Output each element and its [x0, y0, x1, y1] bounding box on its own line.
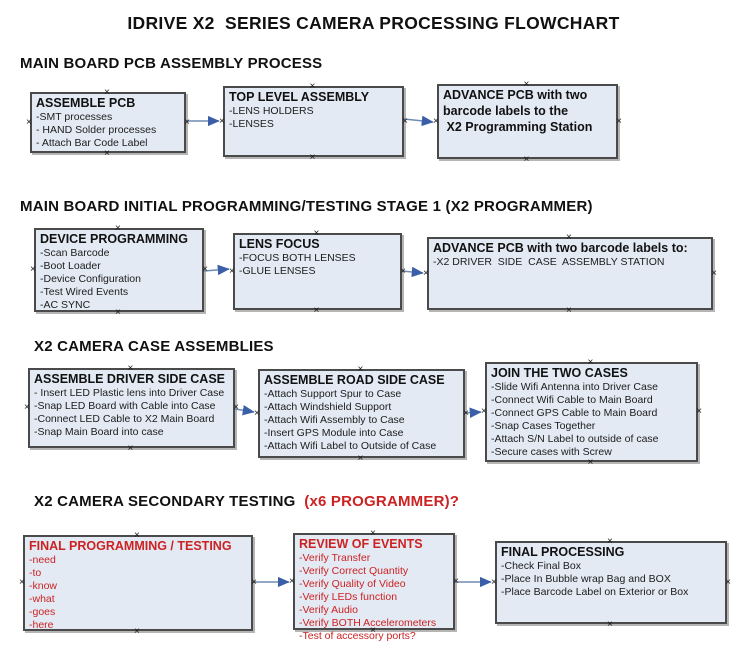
flow-box-top-level-assembly[interactable]: TOP LEVEL ASSEMBLY-LENS HOLDERS-LENSES××…: [219, 82, 408, 163]
box-item: -Slide Wifi Antenna into Driver Case: [491, 381, 658, 393]
box-item: -LENS HOLDERS: [229, 105, 314, 117]
section-heading: MAIN BOARD PCB ASSEMBLY PROCESS: [20, 55, 322, 72]
box-item: -need: [29, 554, 56, 566]
flow-box-review-of-events[interactable]: REVIEW OF EVENTS-Verify Transfer-Verify …: [289, 529, 459, 643]
box-title: ADVANCE PCB with two barcode labels to t…: [443, 88, 593, 134]
box-title: REVIEW OF EVENTS: [299, 537, 423, 551]
box-item: -Attach Wifi Assembly to Case: [264, 414, 405, 426]
box-item: -Device Configuration: [40, 273, 141, 285]
flow-box-advance-pcb-with-two-barcode-labels-to-the[interactable]: ADVANCE PCB with two barcode labels to t…: [433, 80, 622, 165]
flow-arrow[interactable]: [403, 115, 434, 127]
box-item: -Secure cases with Screw: [491, 446, 612, 458]
box-item: -LENSES: [229, 118, 274, 130]
box-item: -FOCUS BOTH LENSES: [239, 252, 356, 264]
flow-arrow[interactable]: [234, 405, 255, 416]
box-title: ADVANCE PCB with two barcode labels to:: [433, 241, 688, 255]
box-item: -Attach S/N Label to outside of case: [491, 433, 659, 445]
page-title: IDRIVE X2 SERIES CAMERA PROCESSING FLOWC…: [127, 13, 620, 33]
box-item: -Insert GPS Module into Case: [264, 427, 404, 439]
box-item: -what: [29, 593, 55, 605]
flow-arrow[interactable]: [401, 266, 424, 278]
flow-box-assemble-driver-side-case[interactable]: ASSEMBLE DRIVER SIDE CASE- Insert LED Pl…: [24, 364, 239, 454]
box-item: - HAND Solder processes: [36, 124, 157, 136]
box-item: -Connect GPS Cable to Main Board: [491, 407, 658, 419]
flow-box-final-processing[interactable]: FINAL PROCESSING-Check Final Box-Place I…: [491, 537, 731, 630]
box-item: -Snap Main Board into case: [34, 426, 164, 438]
box-item: -Snap LED Board with Cable into Case: [34, 400, 216, 412]
box-item: -Verify Correct Quantity: [299, 565, 409, 577]
box-item: -SMT processes: [36, 111, 113, 123]
section-heading-text: X2 CAMERA CASE ASSEMBLIES: [34, 338, 274, 355]
box-item: -here: [29, 619, 54, 631]
box-item: -Attach Windshield Support: [264, 401, 392, 413]
box-item: -Test Wired Events: [40, 286, 129, 298]
flow-box-join-the-two-cases[interactable]: JOIN THE TWO CASES-Slide Wifi Antenna in…: [481, 358, 702, 468]
flow-box-device-programming[interactable]: DEVICE PROGRAMMING-Scan Barcode-Boot Loa…: [30, 224, 208, 318]
box-item: -Connect Wifi Cable to Main Board: [491, 394, 653, 406]
box-item: - Attach Bar Code Label: [36, 137, 148, 149]
box-item: -goes: [29, 606, 56, 618]
flow-box-final-programming-testing[interactable]: FINAL PROGRAMMING / TESTING-need-to-know…: [19, 531, 257, 637]
box-item: -know: [29, 580, 58, 592]
box-item: -GLUE LENSES: [239, 265, 316, 277]
flow-arrow[interactable]: [203, 264, 230, 276]
box-item: -Verify Transfer: [299, 552, 371, 564]
box-item: -Attach Support Spur to Case: [264, 388, 402, 400]
box-item: -Verify BOTH Accelerometers: [299, 617, 437, 629]
box-item: -X2 DRIVER SIDE CASE ASSEMBLY STATION: [433, 256, 665, 268]
box-item: - Insert LED Plastic lens into Driver Ca…: [34, 387, 225, 399]
box-item: -Attach Wifi Label to Outside of Case: [264, 440, 437, 452]
box-title: ASSEMBLE DRIVER SIDE CASE: [34, 372, 226, 386]
box-title: ASSEMBLE ROAD SIDE CASE: [264, 373, 445, 387]
flow-box-assemble-pcb[interactable]: ASSEMBLE PCB-SMT processes- HAND Solder …: [26, 88, 190, 159]
box-item: -Snap Cases Together: [491, 420, 596, 432]
box-item: -Place Barcode Label on Exterior or Box: [501, 586, 689, 598]
section-heading: X2 CAMERA SECONDARY TESTING (x6 PROGRAMM…: [34, 493, 459, 510]
flow-box-lens-focus[interactable]: LENS FOCUS-FOCUS BOTH LENSES-GLUE LENSES…: [229, 229, 406, 316]
section-heading: MAIN BOARD INITIAL PROGRAMMING/TESTING S…: [20, 198, 593, 215]
section-heading-text: MAIN BOARD INITIAL PROGRAMMING/TESTING S…: [20, 198, 593, 215]
box-title: FINAL PROGRAMMING / TESTING: [29, 539, 232, 553]
box-item: -Place In Bubble wrap Bag and BOX: [501, 573, 671, 585]
section-heading: X2 CAMERA CASE ASSEMBLIES: [34, 338, 274, 355]
box-item: -Verify LEDs function: [299, 591, 398, 603]
section-heading-text: X2 CAMERA SECONDARY TESTING: [34, 493, 300, 510]
box-item: -Connect LED Cable to X2 Main Board: [34, 413, 215, 425]
section-heading-text: MAIN BOARD PCB ASSEMBLY PROCESS: [20, 55, 323, 72]
box-item: -Scan Barcode: [40, 247, 110, 259]
flow-arrow[interactable]: [464, 407, 482, 418]
box-title: TOP LEVEL ASSEMBLY: [229, 90, 370, 104]
box-item: -to: [29, 567, 42, 579]
box-item: -Test of accessory ports?: [299, 630, 416, 642]
box-item: -Verify Audio: [299, 604, 358, 616]
box-item: -Boot Loader: [40, 260, 101, 272]
box-title: JOIN THE TWO CASES: [491, 366, 628, 380]
box-title: DEVICE PROGRAMMING: [40, 232, 188, 246]
box-item: -AC SYNC: [40, 299, 91, 311]
box-title: LENS FOCUS: [239, 237, 320, 251]
flow-box-assemble-road-side-case[interactable]: ASSEMBLE ROAD SIDE CASE-Attach Support S…: [254, 365, 469, 464]
box-item: -Verify Quality of Video: [299, 578, 406, 590]
box-title: ASSEMBLE PCB: [36, 96, 136, 110]
box-title: FINAL PROCESSING: [501, 545, 625, 559]
flow-box-advance-pcb-with-two-barcode-labels-to[interactable]: ADVANCE PCB with two barcode labels to:-…: [423, 233, 717, 316]
box-item: -Check Final Box: [501, 560, 581, 572]
section-heading-text: (x6 PROGRAMMER)?: [299, 493, 460, 510]
